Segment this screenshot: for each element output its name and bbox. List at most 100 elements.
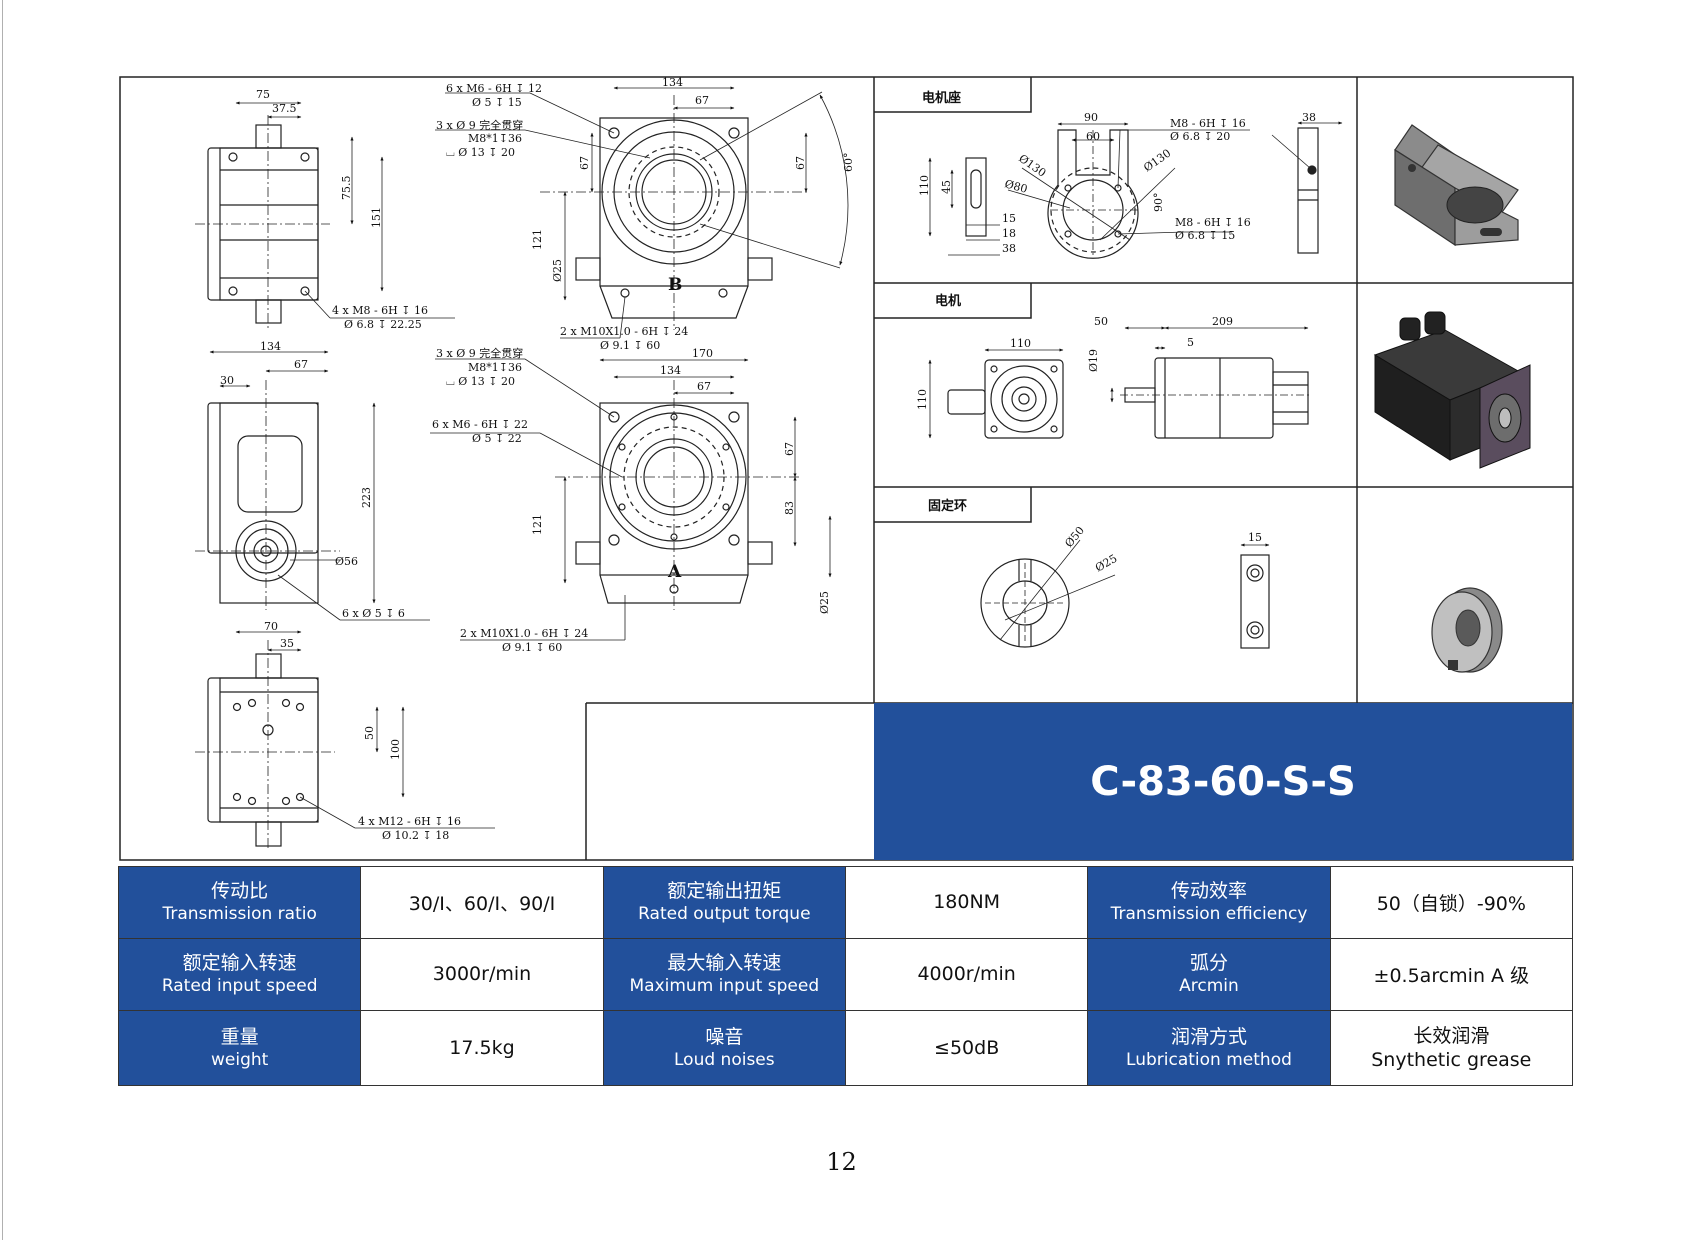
dim-label: 110 xyxy=(916,389,929,410)
spec-header-en: Maximum input speed xyxy=(629,976,820,997)
dim-label: 67 xyxy=(783,442,796,456)
spec-value-en: Snythetic grease xyxy=(1371,1048,1532,1071)
spec-header-cn: 噪音 xyxy=(705,1025,744,1048)
dim-label: 121 xyxy=(531,229,544,250)
motor-label: 电机 xyxy=(935,293,961,309)
spec-value-cell: 4000r/min xyxy=(844,937,1089,1011)
view-letter-a: A xyxy=(667,562,682,582)
dim-note: 6 x M6 - 6H ↧ 12 xyxy=(446,82,542,95)
spec-header-cn: 传动比 xyxy=(211,880,269,903)
page-edge-rule xyxy=(2,0,3,1240)
dim-label: 75.5 xyxy=(340,176,353,201)
spec-header-cn: 重量 xyxy=(220,1025,259,1048)
dim-label: 151 xyxy=(370,207,383,228)
dim-label: 50 xyxy=(363,726,376,740)
dim-note: M8*1↧36 xyxy=(468,361,522,374)
dim-label: 38 xyxy=(1002,242,1016,255)
spec-header-en: Rated input speed xyxy=(161,976,318,997)
spec-header-cn: 弧分 xyxy=(1189,952,1228,975)
spec-header-cn: 额定输出扭矩 xyxy=(667,880,782,903)
dim-note: Ø 6.8 ↧ 15 xyxy=(1175,229,1235,242)
dim-note: 4 x M12 - 6H ↧ 16 xyxy=(358,815,461,828)
dim-label: Ø25 xyxy=(1093,552,1119,575)
dim-note: Ø 5 ↧ 22 xyxy=(472,432,522,445)
dim-label: Ø19 xyxy=(1087,349,1100,372)
dim-note: Ø 9.1 ↧ 60 xyxy=(502,641,562,654)
dim-note: Ø 5 ↧ 15 xyxy=(472,96,522,109)
spec-header-en: Transmission efficiency xyxy=(1110,904,1308,925)
front-view-b xyxy=(435,86,849,339)
spec-header-en: Lubrication method xyxy=(1126,1049,1292,1070)
dim-label: 134 xyxy=(662,76,683,89)
dim-label: 134 xyxy=(660,364,681,377)
dim-note: Ø 10.2 ↧ 18 xyxy=(382,829,449,842)
spec-header-en: Transmission ratio xyxy=(162,904,317,925)
spec-header-cn: 润滑方式 xyxy=(1170,1025,1247,1048)
dim-label: 30 xyxy=(220,374,234,387)
spec-header-cn: 额定输入转速 xyxy=(182,952,297,975)
dim-label: Ø130 xyxy=(1016,152,1048,180)
dim-note: Ø 6.8 ↧ 20 xyxy=(1170,130,1230,143)
spec-header-en: weight xyxy=(211,1049,269,1070)
dim-label: 67 xyxy=(294,358,308,371)
spec-value-cell: ≤50dB xyxy=(844,1009,1089,1087)
dim-label: 67 xyxy=(697,380,711,393)
dim-label: 67 xyxy=(695,94,709,107)
dim-label: 110 xyxy=(918,175,931,196)
spec-value-cell: 30/I、60/I、90/I xyxy=(360,866,604,939)
dim-label: Ø56 xyxy=(335,555,358,568)
dim-label: 38 xyxy=(1302,111,1316,124)
motor-drawing xyxy=(928,326,1312,439)
dim-label: 90 xyxy=(1084,111,1098,124)
dim-note: M8 - 6H ↧ 16 xyxy=(1170,117,1246,130)
spec-header-en: Rated output torque xyxy=(638,904,811,925)
dim-label: 18 xyxy=(1002,227,1016,240)
dim-label: 100 xyxy=(389,739,402,760)
dim-note: 3 x Ø 9 完全贯穿 xyxy=(436,118,523,132)
fixing-ring-label: 固定环 xyxy=(928,498,967,514)
motor-mount-label: 电机座 xyxy=(922,90,961,106)
dim-label: 60 xyxy=(1086,130,1100,143)
dim-label: 5 xyxy=(1187,336,1194,349)
spec-value-cell: 180NM xyxy=(844,866,1089,939)
spec-value-cn: 长效润滑 xyxy=(1413,1024,1490,1047)
dim-note: 3 x Ø 9 完全贯穿 xyxy=(436,346,523,360)
dim-note: Ø 9.1 ↧ 60 xyxy=(600,339,660,352)
dim-label: 134 xyxy=(260,340,281,353)
dim-note: M8*1↧36 xyxy=(468,132,522,145)
dim-note: 2 x M10X1.0 - 6H ↧ 24 xyxy=(560,325,688,338)
dim-label: 45 xyxy=(940,180,953,194)
dim-label: 170 xyxy=(692,347,713,360)
dim-label: 83 xyxy=(783,501,796,515)
spec-header-cn: 传动效率 xyxy=(1170,880,1247,903)
dim-label: 67 xyxy=(794,156,807,170)
side-view-top xyxy=(195,101,455,330)
front-view-a xyxy=(430,358,832,641)
spec-value-cell: 17.5kg xyxy=(360,1009,604,1087)
dim-label: 223 xyxy=(360,487,373,508)
product-title: C-83-60-S-S xyxy=(1090,758,1356,805)
dim-note: ⌴ Ø 13 ↧ 20 xyxy=(446,146,515,159)
dim-label: Ø130 xyxy=(1141,147,1173,175)
product-title-banner: C-83-60-S-S xyxy=(874,703,1572,860)
dim-label: Ø80 xyxy=(1003,177,1029,196)
dim-label: 110 xyxy=(1010,337,1031,350)
dim-label: 70 xyxy=(264,620,278,633)
dim-label: 90° xyxy=(1152,193,1165,213)
page-number: 12 xyxy=(826,1148,857,1176)
spec-value-cell: 3000r/min xyxy=(360,937,604,1011)
dim-note: Ø 6.8 ↧ 22.25 xyxy=(344,318,422,331)
